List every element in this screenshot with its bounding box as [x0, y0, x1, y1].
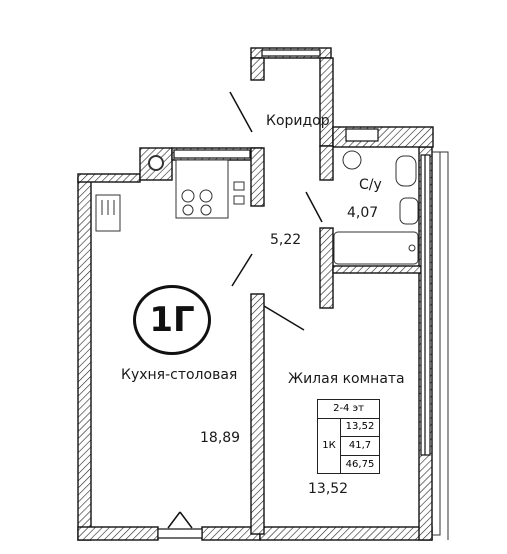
socket: [233, 195, 245, 205]
room-name-kitchen: Кухня-столовая: [121, 367, 238, 383]
wall-kitchen-top: [77, 173, 141, 183]
wall-kitchen-corridor: [250, 147, 265, 207]
room-name-corridor: Коридор: [266, 113, 330, 129]
apartment-code-badge: 1Г: [133, 285, 211, 355]
door-corridor-entry: [229, 91, 253, 133]
window-bath: [345, 128, 379, 142]
room-area-kitchen: 18,89: [200, 430, 241, 446]
door-balcony-left: [167, 511, 181, 529]
stove-burner: [200, 204, 212, 216]
wall-bath-left: [319, 145, 334, 181]
room-area-corridor: 5,22: [270, 232, 302, 248]
vent-circle: [148, 155, 164, 171]
bath-fixtures: [333, 150, 419, 265]
stove-burner: [181, 189, 195, 203]
windows: [157, 49, 431, 539]
info-total-area: 41,7: [341, 437, 379, 456]
wall-bottom-right: [259, 526, 433, 541]
window-kitchen-top: [173, 149, 251, 159]
wall-kitchen-living: [250, 293, 265, 535]
room-name-bathroom: С/у: [359, 177, 382, 193]
balcony-outline: [432, 151, 449, 540]
window-corridor: [261, 49, 321, 57]
doors: [167, 91, 323, 529]
area-info-table: 2-4 эт 1К 13,52 41,7 46,75: [317, 399, 380, 474]
wall-bottom-left: [77, 526, 159, 541]
kitchen-fixtures: [95, 155, 245, 232]
stove-burner: [182, 204, 194, 216]
wall-bath-left-lower: [319, 227, 334, 309]
door-balcony-right: [179, 511, 193, 529]
info-floors: 2-4 эт: [318, 400, 379, 419]
info-type: 1К: [318, 418, 341, 473]
sink: [399, 197, 419, 225]
socket: [233, 181, 245, 191]
room-area-bathroom: 4,07: [347, 205, 379, 221]
info-living-area: 13,52: [341, 418, 379, 437]
room-area-living: 13,52: [308, 481, 349, 497]
wall-corridor-right-top: [319, 57, 334, 147]
info-total-area-balcony: 46,75: [345, 459, 375, 470]
toilet-circle: [342, 150, 362, 170]
window-bottom: [157, 528, 203, 539]
bathtub: [333, 231, 419, 265]
door-living: [263, 305, 305, 331]
door-kitchen: [231, 253, 253, 287]
door-bath: [305, 191, 323, 223]
room-name-living: Жилая комната: [288, 371, 405, 387]
wall-bath-bottom: [332, 265, 422, 274]
stove-burner: [199, 189, 213, 203]
wall-corridor-left-top: [250, 57, 265, 81]
wall-left: [77, 177, 92, 541]
toilet: [395, 155, 417, 187]
